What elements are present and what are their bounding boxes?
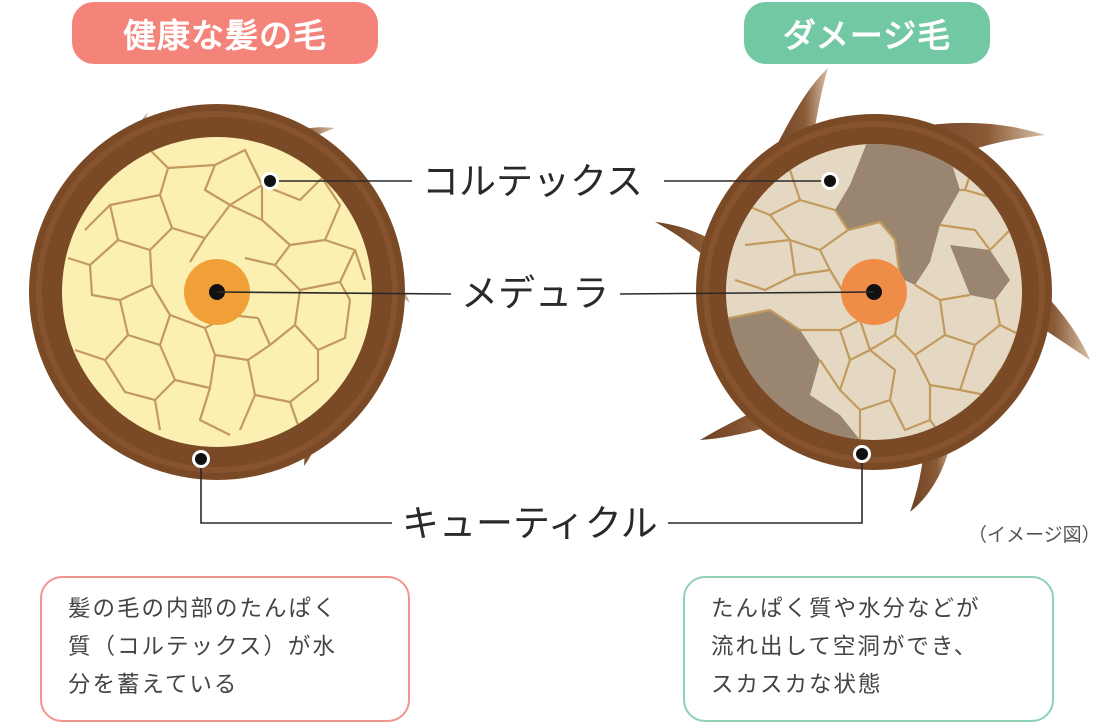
- damaged-hair-title: ダメージ毛: [744, 2, 990, 64]
- cortex-cavity: [835, 144, 960, 285]
- healthy-hair-title: 健康な髪の毛: [72, 2, 378, 64]
- damaged-hair-cross-section: [655, 68, 1090, 512]
- description-line: 分を蓄えている: [68, 672, 239, 698]
- cuticle-label: キューティクル: [392, 500, 668, 548]
- description-line: スカスカな状態: [711, 672, 883, 698]
- cortex-cavity: [950, 245, 1010, 300]
- medulla-label: メデュラ: [451, 270, 619, 318]
- description-line: 質（コルテックス）が水: [68, 634, 337, 660]
- pointer-lines: [200, 180, 875, 524]
- healthy-description-box: 髪の毛の内部のたんぱく 質（コルテックス）が水 分を蓄えている: [40, 576, 410, 722]
- lifted-cuticle-flap: [770, 68, 828, 160]
- description-line: 流れ出して空洞ができ、: [711, 634, 979, 660]
- pointer-dots: [192, 172, 871, 468]
- description-line: 髪の毛の内部のたんぱく: [68, 596, 338, 622]
- image-note: （イメージ図）: [968, 524, 1101, 546]
- cortex-cell-lines: [67, 148, 367, 436]
- cortex-label: コルテックス: [412, 158, 653, 206]
- damaged-description-box: たんぱく質や水分などが 流れ出して空洞ができ、 スカスカな状態: [683, 576, 1054, 722]
- description-line: たんぱく質や水分などが: [711, 596, 981, 622]
